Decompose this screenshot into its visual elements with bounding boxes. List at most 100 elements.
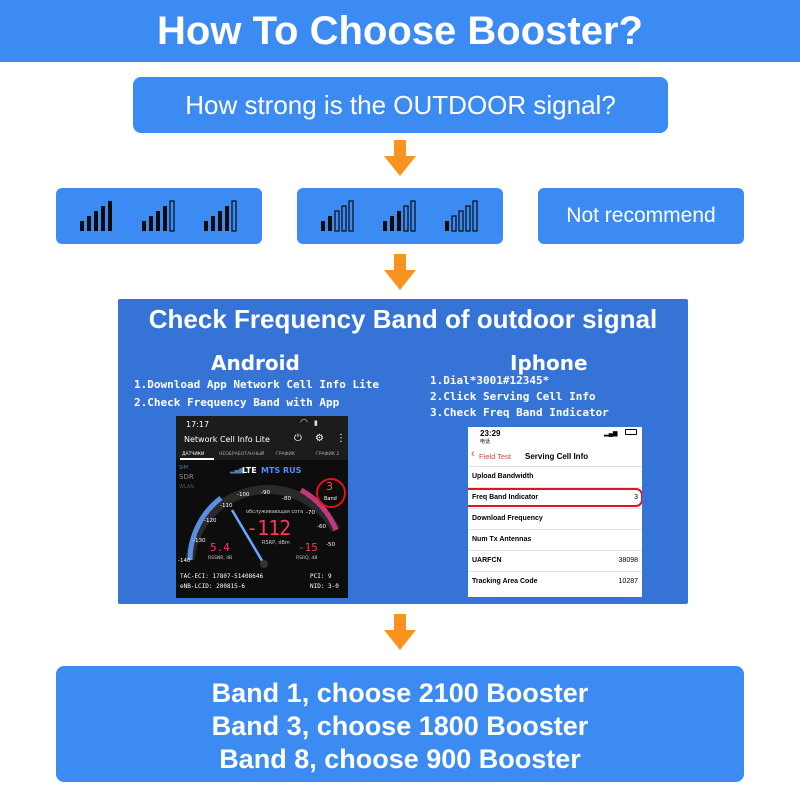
signal-bars-strong-icon — [204, 200, 237, 232]
gauge-tick: -60 — [317, 524, 326, 530]
android-step-1: 1.Download App Network Cell Info Lite — [134, 378, 380, 391]
back-chevron-icon[interactable]: ‹ — [471, 448, 475, 460]
signal-bar — [169, 200, 175, 232]
signal-bar — [94, 211, 98, 231]
signal-option-strong — [56, 188, 262, 244]
signal-bar — [348, 200, 354, 232]
battery-icon — [625, 429, 637, 435]
tac-eci: TAC-ECI: 17807-51408646 — [180, 573, 264, 580]
android-title: Android — [211, 351, 300, 375]
power-icon[interactable]: ⏻ — [294, 433, 302, 444]
tab-graph-2[interactable]: ГРАФИК 2 — [316, 452, 340, 457]
side-label-wlan: WLAN — [179, 484, 195, 490]
signal-bar — [87, 216, 91, 231]
tab-sensors[interactable]: ДАТЧИКИ — [182, 452, 205, 457]
signal-bar — [108, 201, 112, 231]
signal-bar — [328, 216, 332, 231]
gauge-tick: -100 — [237, 492, 250, 498]
signal-option-weak — [297, 188, 503, 244]
result-line-band-3: Band 3, choose 1800 Booster — [211, 711, 589, 741]
signal-bar — [225, 206, 229, 231]
signal-bar — [465, 205, 471, 232]
signal-bars-weak-icon — [321, 200, 354, 232]
page-title: How To Choose Booster? — [0, 0, 800, 62]
row-value: 3 — [634, 494, 638, 501]
signal-bar — [445, 221, 449, 231]
more-icon[interactable]: ⋮ — [336, 433, 346, 444]
signal-bar — [334, 210, 340, 232]
rsrq-unit: RSRQ, dB — [296, 556, 318, 561]
row-value: 38098 — [618, 557, 638, 564]
band-highlight-circle — [316, 478, 346, 508]
row-label: Freq Band Indicator — [472, 494, 539, 501]
down-arrow-icon — [384, 140, 416, 176]
android-time: 17:17 — [186, 420, 210, 429]
gauge-tick: -70 — [306, 510, 315, 516]
table-row[interactable]: Num Tx Antennas — [468, 529, 642, 551]
row-label: Upload Bandwidth — [472, 473, 534, 480]
enb-lcid: eNB-LCID: 200815-6 — [180, 583, 246, 590]
table-row[interactable]: Upload Bandwidth — [468, 466, 642, 488]
signal-bars-strong-icon — [80, 201, 112, 231]
table-row[interactable]: Freq Band Indicator 3 — [468, 487, 642, 509]
iphone-step-3: 3.Check Freq Band Indicator — [430, 406, 609, 419]
back-button[interactable]: Field Test — [479, 452, 511, 461]
signal-bars-weak-icon — [445, 200, 478, 232]
row-label: Download Frequency — [472, 515, 543, 522]
signal-bar — [397, 211, 401, 231]
active-tab-indicator — [180, 458, 214, 460]
freq-band-highlight — [468, 488, 642, 507]
signal-option-not-recommend: Not recommend — [538, 188, 744, 244]
row-label: Tracking Area Code — [472, 578, 538, 585]
nid: NID: 3-0 — [310, 583, 339, 590]
android-app-name: Network Cell Info Lite — [184, 435, 270, 444]
result-box — [56, 666, 744, 782]
ios-carrier: 电话 — [480, 439, 491, 445]
signal-bar — [451, 215, 457, 232]
side-label-sdr: SDR — [179, 473, 194, 481]
table-row[interactable]: UARFCN 38098 — [468, 550, 642, 572]
signal-bar — [403, 205, 409, 232]
iphone-step-1: 1.Dial*3001#12345* — [430, 374, 550, 387]
signal-bar — [231, 200, 237, 232]
android-app-bar — [176, 416, 348, 460]
signal-bar — [204, 221, 208, 231]
cellular-signal-icon: ▂▄▆ — [604, 431, 618, 437]
gauge-tick: -110 — [220, 503, 233, 509]
ios-time: 23:29 — [480, 429, 501, 438]
signal-bar — [142, 221, 146, 231]
operator-name: MTS RUS — [261, 466, 302, 475]
row-label: Num Tx Antennas — [472, 536, 532, 543]
signal-bar — [101, 206, 105, 231]
question-box: How strong is the OUTDOOR signal? — [133, 77, 668, 133]
rsrq-value: -15 — [298, 541, 318, 554]
gauge-tick: -120 — [204, 518, 217, 524]
signal-bar — [163, 206, 167, 231]
serving-cell-label: обслуживающая сота — [246, 509, 304, 515]
row-label: UARFCN — [472, 557, 502, 564]
rssnr-value: 5.4 — [210, 541, 230, 554]
gauge-tick: -90 — [261, 490, 270, 496]
gear-icon[interactable]: ⚙ — [315, 433, 324, 444]
iphone-step-2: 2.Click Serving Cell Info — [430, 390, 596, 403]
lte-signal-icon: ▂▄▆ — [230, 467, 244, 474]
gauge-tick: -140 — [178, 558, 191, 564]
signal-bar — [383, 221, 387, 231]
signal-bar — [211, 216, 215, 231]
table-row[interactable]: Tracking Area Code 10287 — [468, 571, 642, 593]
down-arrow-icon — [384, 254, 416, 290]
android-app-screenshot: 17:17 ◠ ▮ Network Cell Info Lite ⏻ ⚙ ⋮ Д… — [176, 416, 348, 598]
signal-bar — [472, 200, 478, 232]
signal-bars-weak-icon — [383, 200, 416, 232]
pci: PCI: 9 — [310, 573, 332, 580]
tab-raw[interactable]: НЕОБРАБОТАННЫЙ — [219, 452, 265, 457]
result-line-band-8: Band 8, choose 900 Booster — [219, 744, 581, 774]
signal-bar — [149, 216, 153, 231]
iphone-field-test-screenshot: 23:29 电话 ▂▄▆ ‹ Field Test Serving Cell I… — [468, 427, 642, 597]
signal-bar — [390, 216, 394, 231]
gauge-tick: -50 — [326, 542, 335, 548]
table-row[interactable]: Download Frequency — [468, 508, 642, 530]
tab-graph[interactable]: ГРАФИК — [276, 452, 295, 457]
signal-bar — [458, 210, 464, 232]
signal-bar — [321, 221, 325, 231]
